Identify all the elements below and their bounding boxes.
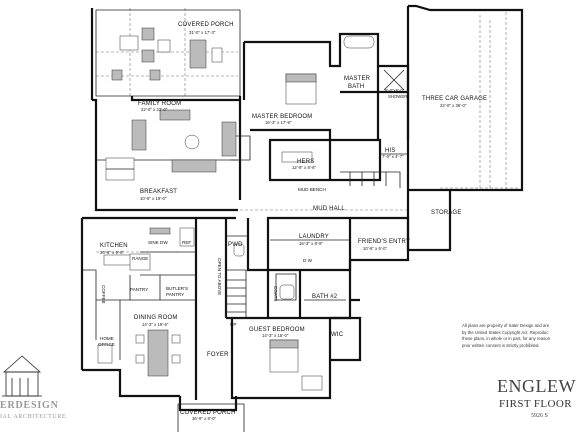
- covered-porch-top-dim: 31'-0" x 17'-3": [189, 30, 216, 35]
- ref-label: REF: [182, 240, 191, 245]
- kitchen-label: KITCHEN: [100, 243, 128, 249]
- kitchen-dim: 20'-6" x 9'-6": [100, 250, 125, 255]
- mud-bench-label: MUD BENCH: [298, 187, 326, 192]
- wic-label: WIC: [331, 332, 344, 338]
- dining-furniture: [97, 329, 181, 377]
- guest-bedroom-dim: 14'-3" x 15'-0": [262, 333, 289, 338]
- breakfast-dim: 10'-6" x 19'-0": [140, 196, 167, 201]
- dining-room-label: DINING ROOM: [134, 315, 178, 321]
- brand-logo-text: ERDESIGN: [0, 400, 59, 411]
- butlers-pantry-label-2: PANTRY: [166, 292, 184, 297]
- home-office-label: HOME: [100, 336, 114, 341]
- range-label: RANGE: [132, 256, 148, 261]
- master-bath-label-2: BATH: [348, 84, 364, 90]
- house-logo-icon: [2, 355, 42, 397]
- his-dim: 7'-0" x 4'-7": [382, 154, 404, 159]
- plan-subtitle: FIRST FLOOR: [499, 398, 572, 410]
- kitchen-furniture: [103, 227, 195, 271]
- covered-porch-bottom-dim: 36'-9" x 8'-0": [192, 416, 217, 421]
- up-label: UP: [230, 322, 236, 327]
- interior-walls: [82, 135, 408, 360]
- storage-label: STORAGE: [431, 210, 462, 216]
- laundry-label: LAUNDRY: [299, 234, 329, 240]
- friends-entry-dim: 10'-6" x 6'-0": [363, 246, 388, 251]
- master-bath-label: MASTER: [344, 76, 371, 82]
- room-labels: COVERED PORCH 31'-0" x 17'-3" FAMILY ROO…: [98, 22, 487, 421]
- hers-label: HERS: [297, 159, 314, 165]
- exterior-walls: [80, 4, 524, 432]
- dining-room-dim: 14'-3" x 19'-6": [142, 322, 169, 327]
- brand-tagline: IAL ARCHITECTURE: [0, 414, 67, 420]
- laundry-dim: 16'-3" x 8'-9": [299, 241, 324, 246]
- pantry-label: PANTRY: [130, 287, 148, 292]
- copyright-line-1: All plans are property of Sater Design a…: [462, 323, 550, 328]
- mud-hall-label: MUD HALL: [313, 206, 345, 212]
- guest-furniture: [233, 243, 323, 391]
- garage-door-lines: [440, 12, 520, 190]
- pwd-label: PWD: [228, 242, 243, 248]
- shower-label: SHOWER: [388, 94, 407, 99]
- guest-bedroom-label: GUEST BEDROOM: [249, 327, 305, 333]
- stairs: [225, 171, 401, 319]
- his-label: HIS: [385, 148, 396, 154]
- friends-entry-label: FRIEND'S ENTRY: [358, 239, 410, 245]
- breakfast-label: BREAKFAST: [140, 189, 177, 195]
- coats-label: COATS: [273, 286, 278, 301]
- master-furniture: [281, 35, 405, 163]
- shower-dim: 5'-0"x6'-0": [385, 88, 405, 93]
- butlers-pantry-label: BUTLER'S: [166, 286, 188, 291]
- living-furniture: [105, 109, 237, 181]
- dw-label: D W: [303, 258, 313, 263]
- copyright-line-4: prior written consent is strictly prohib…: [462, 342, 540, 348]
- copyright-line-2: by the United States Copyright Act. Repr…: [462, 329, 549, 335]
- master-bedroom-label: MASTER BEDROOM: [252, 114, 312, 120]
- covered-porch-bottom-label: COVERED PORCH: [180, 410, 236, 416]
- home-office-label-2: OFFICE: [98, 342, 115, 347]
- hers-dim: 12'-9" x 8'-6": [292, 165, 317, 170]
- garage-dim: 22'-0" x 36'-0": [440, 103, 467, 108]
- family-room-dim: 22'-0" x 22'-0": [141, 107, 168, 112]
- master-bedroom-dim: 16'-3" x 17'-9": [265, 120, 292, 125]
- garage-label: THREE CAR GARAGE: [422, 96, 487, 102]
- bath2-label: BATH #2: [312, 294, 338, 300]
- foyer-label: FOYER: [207, 352, 229, 358]
- family-room-label: FAMILY ROOM: [138, 101, 181, 107]
- sink-dw-label: SINK DW: [148, 240, 168, 245]
- plan-size: 5926 S: [531, 413, 548, 419]
- copyright-line-3: these plans, in whole or in part, for an…: [462, 336, 551, 342]
- coffee-label: COFFEE: [101, 285, 106, 304]
- porch-furniture: [111, 27, 223, 81]
- plan-title: ENGLEWO: [497, 376, 576, 396]
- open-to-above-label: OPEN TO ABOVE: [217, 258, 222, 295]
- covered-porch-top-label: COVERED PORCH: [178, 22, 234, 28]
- copyright-notice: All plans are property of Sater Design a…: [462, 323, 576, 349]
